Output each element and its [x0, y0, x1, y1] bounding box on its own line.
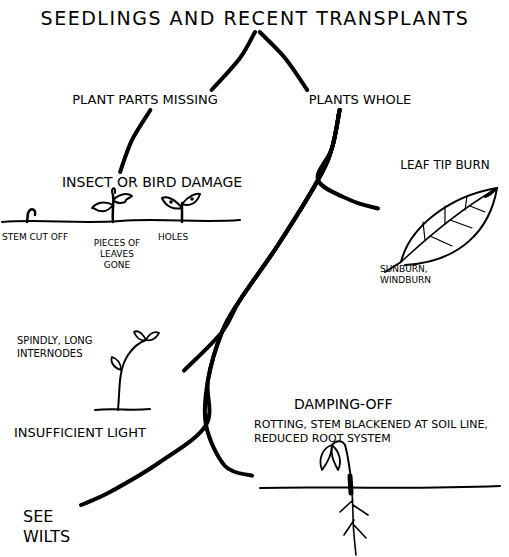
wilted-leaf: [331, 445, 340, 470]
node-heading: SEE WILTS: [23, 507, 93, 547]
holed-leaf: [162, 197, 182, 208]
branch-line: [212, 32, 255, 90]
leaf-hole: [169, 200, 173, 204]
branch-heading: PLANTS WHOLE: [300, 90, 420, 110]
wilted-leaf: [320, 445, 332, 470]
node-heading: DAMPING-OFF: [294, 396, 434, 414]
branch-line: [184, 110, 340, 371]
leaf-outline: [385, 188, 497, 272]
node-heading: PLANT PARTS MISSING: [55, 92, 235, 108]
seedling-leaf: [146, 332, 159, 340]
diagnosis-group: DAMPING-OFF ROTTING, STEM BLACKENED AT SO…: [252, 394, 504, 480]
symptom-label: PIECES OF LEAVES GONE: [88, 238, 146, 270]
ground-line: [260, 486, 500, 488]
ground-line: [95, 409, 150, 410]
node-heading: LEAF TIP BURN: [386, 158, 504, 173]
branch-line: [120, 110, 150, 172]
burnt-tip: [485, 188, 497, 197]
leaf-vein: [423, 196, 485, 246]
holed-leaf: [182, 194, 200, 205]
root-system: [340, 488, 368, 555]
branch-line: [81, 110, 340, 505]
blackened-stem: [350, 476, 351, 493]
node-heading: SEEDLINGS AND RECENT TRANSPLANTS: [18, 7, 492, 31]
seedling-leaf: [134, 331, 146, 340]
leaf-vein: [401, 190, 494, 262]
ground-line: [2, 220, 240, 222]
spindly-stem: [118, 340, 146, 410]
branch-heading: PLANT PARTS MISSING: [55, 90, 235, 110]
reference-node: SEE WILTS: [15, 505, 125, 555]
node-note: INSUFFICIENT LIGHT: [14, 425, 184, 441]
node-heading: PLANTS WHOLE: [300, 92, 420, 108]
leaf-hole: [190, 197, 194, 201]
node-note: ROTTING, STEM BLACKENED AT SOIL LINE, RE…: [254, 418, 500, 446]
diagnosis-heading: INSECT OR BIRD DAMAGE: [38, 172, 266, 194]
node-heading: INSECT OR BIRD DAMAGE: [38, 174, 266, 192]
symptom-label: HOLES: [158, 232, 208, 243]
branch-line: [205, 110, 340, 476]
seedling-leaf: [111, 357, 121, 370]
root-heading: SEEDLINGS AND RECENT TRANSPLANTS: [18, 4, 492, 32]
branch-line: [318, 110, 378, 209]
diagnosis-group: SPINDLY, LONG INTERNODES INSUFFICIENT LIG…: [12, 333, 184, 447]
diagnosis-group: LEAF TIP BURN SUNBURN, WINDBURN: [378, 156, 506, 298]
node-note: SUNBURN, WINDBURN: [380, 264, 462, 287]
branch-line: [260, 32, 308, 90]
node-heading: SPINDLY, LONG INTERNODES: [17, 335, 112, 360]
cut-stem: [27, 209, 35, 222]
bitten-leaf: [92, 202, 113, 211]
bitten-leaf: [113, 194, 132, 203]
symptom-label: STEM CUT OFF: [2, 232, 82, 243]
